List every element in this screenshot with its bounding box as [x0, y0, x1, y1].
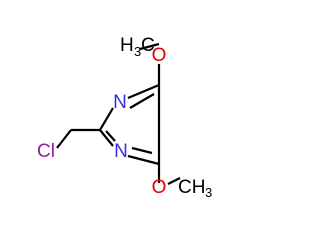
methyl-bottom-ch: CH: [178, 177, 205, 198]
bond-c2-n-top: [99, 107, 114, 131]
atom-o-top: O: [152, 45, 167, 66]
methyl-bottom-subscript: 3: [205, 185, 212, 200]
bond-n-bottom-c2: [99, 129, 114, 147]
bond-o-bottom-methyl: [167, 177, 181, 185]
methyl-top-label: H 3 C: [120, 35, 155, 59]
methyl-top-h: H: [120, 35, 134, 56]
atom-n-top: N: [113, 92, 127, 113]
methyl-bottom-label: CH 3: [178, 177, 212, 200]
bond-ch2-cl: [56, 129, 72, 149]
bond-c2-n-bottom-inner: [105, 130, 116, 142]
bond-c5-c6: [127, 154, 160, 166]
atom-n-bottom: N: [114, 141, 128, 162]
bond-n-top-c4: [127, 83, 160, 100]
bond-c5-c6-inner: [131, 146, 153, 155]
bond-n-top-c4-inner: [129, 93, 155, 109]
methyl-top-c: C: [141, 35, 155, 56]
atom-o-bottom: O: [152, 177, 167, 198]
atom-cl: Cl: [37, 141, 55, 162]
methyl-top-subscript: 3: [134, 44, 141, 59]
structure-diagram: N N O O Cl H 3 C CH 3: [37, 35, 212, 200]
bond-o-top-methyl: [139, 42, 160, 51]
